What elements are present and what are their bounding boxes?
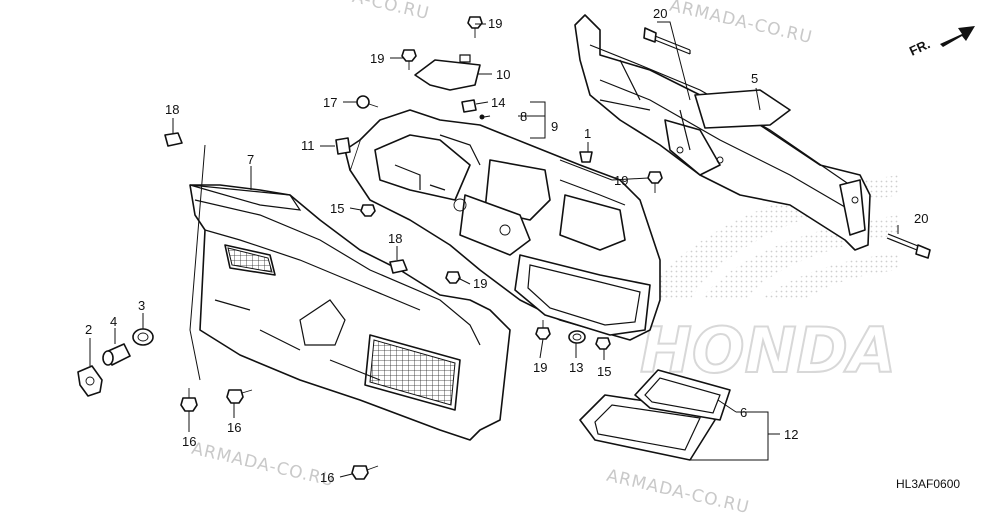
- bolt-19-left: [401, 49, 417, 70]
- bolt-15-upper: [360, 204, 376, 217]
- callout-15-lower: 15: [597, 364, 611, 379]
- callout-12: 12: [784, 427, 798, 442]
- callout-17: 17: [323, 95, 337, 110]
- front-label: FR.: [907, 36, 932, 58]
- bolt-15-lower: [595, 337, 611, 350]
- callout-2: 2: [85, 322, 92, 337]
- diagram-code: HL3AF0600: [896, 477, 960, 491]
- parts-diagram: ARMADA-CO.RU ARMADA-CO.RU ARMADA-CO.RU A…: [77, 0, 975, 518]
- callout-11: 11: [301, 138, 315, 153]
- bolt-20-right: [886, 233, 931, 259]
- grommet-13: [568, 330, 586, 344]
- callout-18-upper: 18: [165, 102, 179, 117]
- socket-4: [102, 343, 131, 366]
- callout-8: 8: [520, 109, 527, 124]
- callout-labels: 19 19 10 20 5 17 14 8 9 11 15 18 1 19 20…: [85, 6, 928, 485]
- clip-11: [335, 137, 351, 155]
- callout-19-left: 19: [370, 51, 384, 66]
- callout-19-middle: 19: [473, 276, 487, 291]
- callout-4: 4: [110, 314, 117, 329]
- leader-lines: [89, 21, 899, 478]
- cover-plate: [414, 59, 481, 91]
- callout-1: 1: [584, 126, 591, 141]
- screw-8: [479, 114, 485, 120]
- callout-5: 5: [751, 71, 758, 86]
- callout-10: 10: [496, 67, 510, 82]
- callout-7: 7: [247, 152, 254, 167]
- clip-18-lower: [389, 259, 408, 274]
- ring-3: [132, 328, 154, 346]
- clip-1: [579, 151, 593, 163]
- callout-3: 3: [138, 298, 145, 313]
- callout-20-top: 20: [653, 6, 667, 21]
- bolt-17: [356, 95, 379, 109]
- nut-14: [461, 99, 477, 113]
- callout-15-left: 15: [330, 201, 344, 216]
- honda-logo-text: HONDA: [640, 314, 896, 387]
- bolt-19-bottom: [535, 320, 551, 340]
- inner-tray-panel: [189, 184, 511, 441]
- callout-20-right: 20: [914, 211, 928, 226]
- dash-frame-bracket: [574, 14, 871, 251]
- bolt-16-middle: [226, 389, 253, 404]
- callout-19-bottom: 19: [533, 360, 547, 375]
- clip-18-upper: [164, 132, 183, 147]
- diagram-canvas: HONDA FR.: [77, 6, 975, 491]
- callout-6: 6: [740, 405, 747, 420]
- callout-14: 14: [491, 95, 505, 110]
- bolt-16-bottom: [351, 465, 379, 480]
- dashboard-panel: [344, 109, 661, 341]
- callout-13: 13: [569, 360, 583, 375]
- bolt-19-right: [647, 171, 663, 193]
- bolt-19-top: [467, 16, 483, 38]
- callout-9: 9: [551, 119, 558, 134]
- front-direction-arrow: FR.: [907, 26, 975, 59]
- callout-16-left: 16: [182, 434, 196, 449]
- bolt-16-left: [180, 388, 198, 412]
- callout-18-lower: 18: [388, 231, 402, 246]
- callout-19-top: 19: [488, 16, 502, 31]
- callout-16-bottom: 16: [320, 470, 334, 485]
- callout-19-right: 19: [614, 173, 628, 188]
- bolt-19-middle: [445, 271, 461, 284]
- bolt-20-top: [643, 27, 691, 55]
- cap-2: [77, 365, 103, 397]
- callout-16-middle: 16: [227, 420, 241, 435]
